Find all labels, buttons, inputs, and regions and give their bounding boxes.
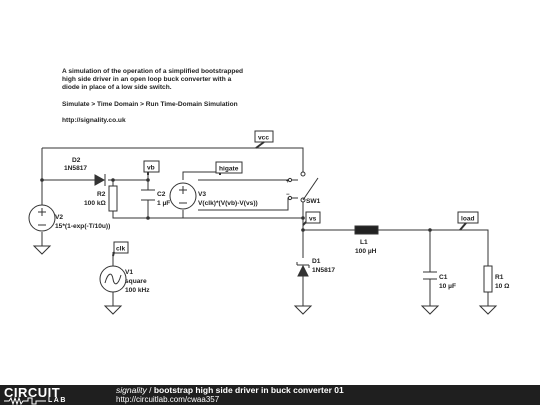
- r1-name: R1: [495, 274, 504, 281]
- v2-name: V2: [55, 214, 63, 221]
- description-line: Simulate > Time Domain > Run Time-Domain…: [62, 100, 238, 108]
- c2-name: C2: [157, 191, 166, 198]
- circuit-name[interactable]: bootstrap high side driver in buck conve…: [153, 385, 344, 395]
- net-label-clk[interactable]: [112, 241, 129, 257]
- ground-icon: [103, 305, 123, 315]
- net-label-vs[interactable]: [302, 211, 321, 226]
- net-label-vcc[interactable]: [254, 130, 274, 149]
- v1-square-source-symbol[interactable]: [99, 265, 127, 293]
- v3-value: V(clk)*(V(vb)-V(vs)): [198, 200, 258, 207]
- v3-name: V3: [198, 191, 206, 198]
- d2-value: 1N5817: [64, 165, 87, 172]
- schematic-canvas[interactable]: vcc vb higate vs load clk D2 1N5817 R2 1…: [0, 0, 540, 385]
- c1-capacitor-symbol[interactable]: [423, 271, 437, 280]
- net-label-load-text: load: [461, 216, 475, 223]
- description-line: A simulation of the operation of a simpl…: [62, 68, 244, 75]
- sw1-switch-symbol[interactable]: [287, 171, 319, 203]
- ground-icon: [293, 305, 313, 315]
- net-label-vcc-text: vcc: [258, 135, 269, 142]
- r2-resistor-symbol[interactable]: [108, 185, 118, 212]
- junctions: [40, 178, 432, 232]
- d1-value: 1N5817: [312, 267, 335, 274]
- v1-name: V1: [125, 269, 133, 276]
- sw1-plus: +: [286, 179, 290, 185]
- description-line: diode in place of a low side switch.: [62, 84, 172, 92]
- circuit-url-link[interactable]: http://circuitlab.com/cwaa357: [116, 395, 220, 404]
- description-link[interactable]: http://signality.co.uk: [62, 117, 126, 125]
- v1-type: square: [125, 278, 147, 285]
- l1-value: 100 µH: [355, 248, 377, 255]
- v2-value: 15*(1-exp(-T/10u)): [55, 223, 110, 230]
- description-line: high side driver in an open loop buck co…: [62, 76, 232, 84]
- ground-icon: [420, 305, 440, 315]
- c1-value: 10 µF: [439, 283, 456, 290]
- logo-bottom-text: LAB: [48, 397, 67, 404]
- net-label-vb-text: vb: [147, 165, 155, 172]
- circuit-title: signality / bootstrap high side driver i…: [116, 385, 344, 395]
- r2-value: 100 kΩ: [84, 200, 107, 207]
- circuitlab-logo[interactable]: CIRCUIT LAB: [4, 385, 108, 405]
- c1-name: C1: [439, 274, 448, 281]
- net-label-vs-text: vs: [309, 216, 317, 223]
- net-label-vb[interactable]: [143, 160, 160, 175]
- d1-name: D1: [312, 258, 321, 265]
- net-label-higate-text: higate: [219, 166, 239, 173]
- sw1-minus: −: [286, 192, 290, 198]
- ground-icon: [32, 244, 52, 255]
- d2-diode-symbol[interactable]: [94, 174, 106, 186]
- c2-capacitor-symbol[interactable]: [141, 189, 155, 201]
- title-separator: /: [146, 385, 154, 395]
- author-link[interactable]: signality: [116, 385, 147, 395]
- c2-value: 1 µF: [157, 200, 170, 207]
- d1-diode-symbol[interactable]: [296, 262, 310, 277]
- footer-bar: CIRCUIT LAB signality / bootstrap high s…: [0, 385, 540, 405]
- v1-value: 100 kHz: [125, 287, 150, 294]
- net-label-load[interactable]: [457, 211, 479, 231]
- d2-name: D2: [72, 157, 81, 164]
- net-label-higate[interactable]: [215, 161, 243, 175]
- logo-wave-icon: [4, 397, 46, 405]
- r1-value: 10 Ω: [495, 283, 510, 290]
- r2-name: R2: [97, 191, 106, 198]
- l1-inductor-symbol[interactable]: [354, 225, 379, 235]
- circuit-description: A simulation of the operation of a simpl…: [62, 68, 262, 125]
- v2-source-symbol[interactable]: [28, 204, 56, 232]
- logo-top-text: CIRCUIT: [4, 385, 61, 400]
- net-label-clk-text: clk: [116, 246, 125, 253]
- ground-icon: [478, 305, 498, 315]
- r1-resistor-symbol[interactable]: [483, 265, 493, 293]
- v3-source-symbol[interactable]: [169, 182, 197, 210]
- l1-name: L1: [360, 239, 368, 246]
- sw1-name: SW1: [306, 198, 321, 205]
